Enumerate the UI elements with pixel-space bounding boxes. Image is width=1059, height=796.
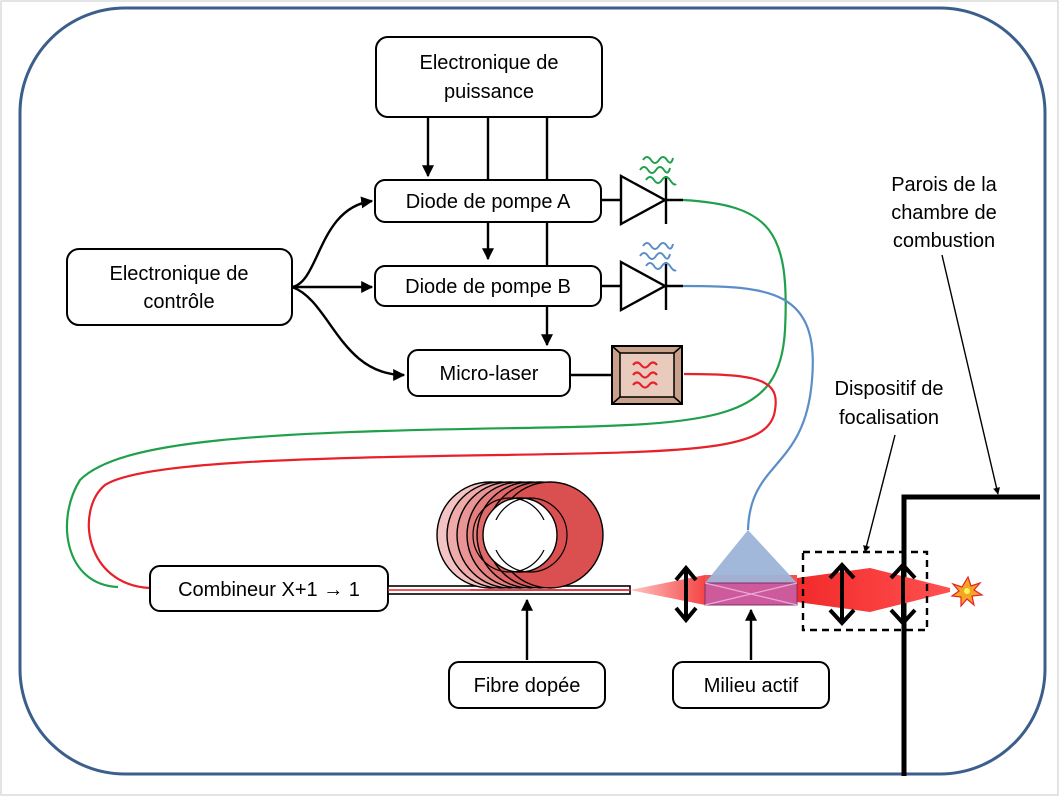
combiner-box: Combineur X+1 → 1 xyxy=(149,565,389,612)
diode-b-emission-icon xyxy=(639,242,677,272)
chamber-wall-line1: Parois de la xyxy=(891,174,997,196)
focusing-line1: Dispositif de xyxy=(835,378,944,400)
pump-prism xyxy=(705,530,797,583)
micro-laser-label: Micro-laser xyxy=(440,363,539,385)
active-medium-crystal xyxy=(704,582,798,606)
diode-a-emission-icon xyxy=(639,156,677,186)
lens-3-icon xyxy=(889,562,917,626)
lens-1-icon xyxy=(674,564,698,624)
active-medium-box: Milieu actif xyxy=(672,661,830,709)
pump-diode-b-box: Diode de pompe B xyxy=(374,265,602,307)
pump-diode-a-box: Diode de pompe A xyxy=(374,179,602,223)
spark-icon xyxy=(950,575,984,608)
control-electronics-box: Electronique de contrôle xyxy=(66,248,293,326)
chamber-wall-annotation: Parois de la chambre de combustion xyxy=(891,174,997,252)
lens-2-icon xyxy=(828,562,856,626)
pump-diode-a-label: Diode de pompe A xyxy=(406,191,571,213)
micro-laser-box: Micro-laser xyxy=(407,349,571,397)
focusing-pointer xyxy=(863,434,896,553)
power-electronics-line2: puissance xyxy=(444,81,534,103)
combiner-label: Combineur X+1 → 1 xyxy=(178,579,360,601)
active-medium-label: Milieu actif xyxy=(704,675,799,697)
doped-fiber-label: Fibre dopée xyxy=(474,675,581,697)
chamber-wall-pointer xyxy=(941,254,1000,495)
chamber-wall-line3: combustion xyxy=(893,230,995,252)
focusing-line2: focalisation xyxy=(839,407,939,429)
system-frame xyxy=(18,6,1047,776)
doped-fiber-box: Fibre dopée xyxy=(448,661,606,709)
control-wires xyxy=(291,196,406,381)
fiber-blue xyxy=(682,284,814,531)
doped-fiber-coil-icon xyxy=(436,481,604,589)
chamber-wall xyxy=(901,494,1040,776)
fiber-green xyxy=(65,198,787,589)
power-wires xyxy=(422,118,553,347)
power-electronics-box: Electronique de puissance xyxy=(375,36,603,118)
pump-diode-b-label: Diode de pompe B xyxy=(405,276,571,298)
diode-b-symbol xyxy=(601,259,683,313)
diode-a-symbol xyxy=(601,173,683,227)
control-electronics-line1: Electronique de xyxy=(110,263,249,285)
power-electronics-line1: Electronique de xyxy=(420,52,559,74)
focusing-annotation: Dispositif de focalisation xyxy=(835,378,944,429)
control-electronics-line2: contrôle xyxy=(143,291,214,313)
chamber-wall-line2: chambre de xyxy=(891,202,997,224)
fiber-red xyxy=(87,372,777,590)
micro-laser-crystal-icon xyxy=(611,345,683,405)
